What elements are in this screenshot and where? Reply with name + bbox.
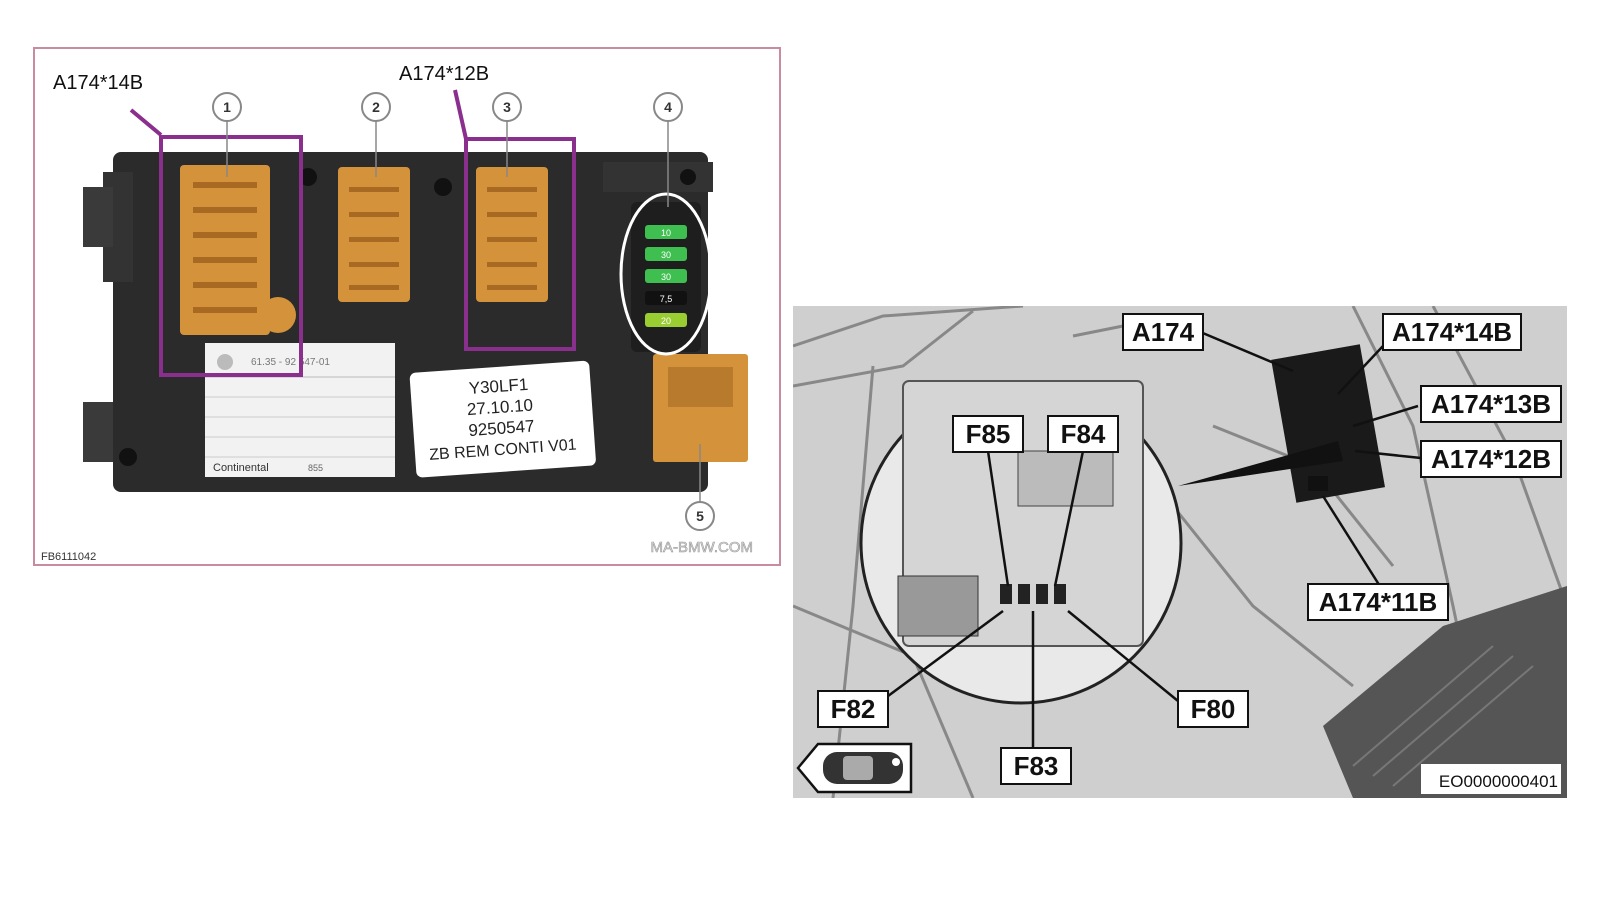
label-a174: A174 [1132,317,1195,347]
fuse-value-5: 20 [661,316,671,326]
label-a174-11b: A174*11B [1319,587,1438,617]
fuse-highlight-ellipse [619,192,713,356]
number-label-5: 5 [696,508,704,524]
number-badge-2 [361,92,391,122]
fuse-3 [645,269,687,283]
fuse-value-1: 10 [661,228,671,238]
number-badge-3 [492,92,522,122]
label-f80: F80 [1191,694,1236,724]
number-badge-4 [653,92,683,122]
label-f83: F83 [1014,751,1059,781]
connector-3 [476,167,548,302]
number-label-2: 2 [372,99,380,115]
label-a174-14b: A174*14B [1392,317,1512,347]
fuse-2 [645,247,687,261]
label-line-3: 9250547 [468,416,535,440]
fuse-5 [645,313,687,327]
label-arrows [887,329,1422,751]
label-f84: F84 [1061,419,1106,449]
label-a174-12b: A174*12B [1431,444,1551,474]
trunk-location-canvas: A174 A174*14B A174*13B A174*12B A174*11B… [792,304,1569,799]
fuse-value-4: 7,5 [660,294,673,304]
fuse-4 [645,291,687,305]
sticker-code: 855 [308,463,323,473]
figure-id-right: EO0000000401 [1439,772,1558,791]
number-label-3: 3 [503,99,511,115]
sticker-brand: Continental [213,462,269,474]
fuse-value-3: 30 [661,272,671,282]
label-f85: F85 [966,419,1011,449]
module-label-card: Y30LF1 27.10.10 9250547 ZB REM CONTI V01 [409,360,596,478]
callout-line-12b [453,89,468,140]
number-badge-5 [685,501,715,531]
callout-line-14b [129,108,163,137]
label-line-2: 27.10.10 [466,396,533,420]
label-f82: F82 [831,694,876,724]
callout-a174-12b: A174*12B [399,63,489,85]
highlight-box-14b [159,135,303,377]
label-a174-13b: A174*13B [1431,389,1551,419]
module-photo-canvas: 10 30 30 7,5 20 61.35 - 92 547-01 Continenta… [33,47,781,566]
number-label-1: 1 [223,99,231,115]
watermark: MA-BMW.COM [651,539,754,556]
module-photo-figure: 10 30 30 7,5 20 61.35 - 92 547-01 Continenta… [33,47,781,566]
callout-a174-14b: A174*14B [53,72,143,94]
magnifier-pointer [1178,441,1343,486]
trunk-location-figure: A174 A174*14B A174*13B A174*12B A174*11B… [792,304,1569,799]
number-badge-1 [212,92,242,122]
figure-id: FB6111042 [41,551,96,563]
connector-1 [180,165,296,335]
label-line-1: Y30LF1 [468,375,529,398]
connector-2 [338,167,410,302]
connector-5 [653,354,748,462]
fuse-1 [645,225,687,239]
fuse-value-2: 30 [661,250,671,260]
fuse-strip: 10 30 30 7,5 20 [619,192,713,356]
number-callouts [226,121,701,502]
trunk-sill [1323,586,1567,798]
car-top-view-icon [796,742,913,794]
sticker-part-no: 61.35 - 92 547-01 [251,357,330,368]
label-boxes [817,313,1562,794]
highlight-box-12b [464,137,576,351]
number-label-4: 4 [664,99,672,115]
